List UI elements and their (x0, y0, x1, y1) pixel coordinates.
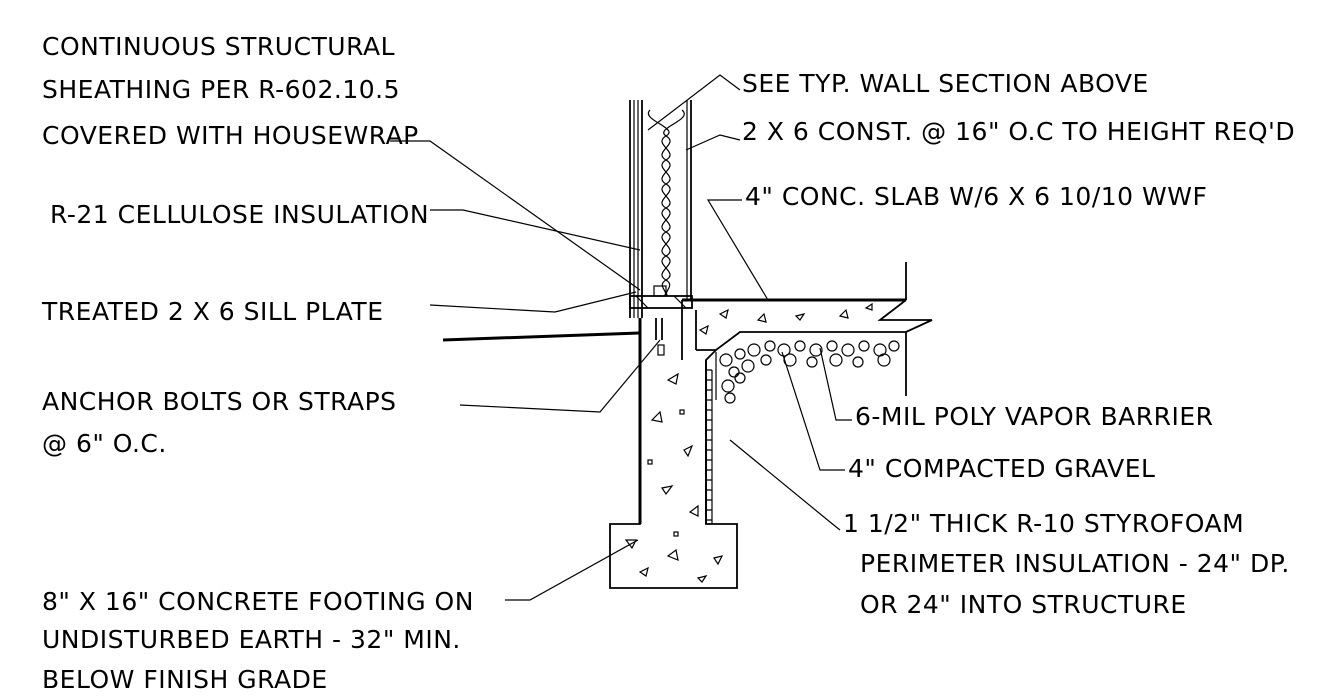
anchor-bolts-note-line-2: @ 6" O.C. (42, 429, 167, 458)
sill-plate (629, 285, 693, 309)
footing-note-line-2: UNDISTURBED EARTH - 32" MIN. (42, 625, 461, 654)
concrete-slab (681, 262, 933, 396)
footing-note-line-3: BELOW FINISH GRADE (42, 665, 328, 694)
leader-lines (390, 74, 852, 601)
cellulose-insulation-hatch (647, 109, 685, 297)
perimeter-insulation-line-2: PERIMETER INSULATION - 24" DP. (860, 549, 1290, 578)
vapor-barrier-note: 6-MIL POLY VAPOR BARRIER (855, 402, 1214, 431)
finish-grade-line (442, 331, 641, 342)
wall-section-note: SEE TYP. WALL SECTION ABOVE (742, 69, 1149, 98)
concrete-aggregate-marks (624, 372, 724, 583)
slab-note: 4" CONC. SLAB W/6 X 6 10/10 WWF (745, 182, 1207, 211)
sheathing-note-line-1: CONTINUOUS STRUCTURAL (42, 32, 395, 61)
concrete-stem-wall (609, 318, 738, 589)
sheathing-note-line-2: SHEATHING PER R-602.10.5 (42, 75, 400, 104)
compacted-gravel (715, 340, 900, 404)
sill-plate-note: TREATED 2 X 6 SILL PLATE (41, 297, 384, 326)
perimeter-insulation-line-3: OR 24" INTO STRUCTURE (860, 590, 1187, 619)
perimeter-insulation-board (705, 360, 713, 524)
framing-note: 2 X 6 CONST. @ 16" O.C TO HEIGHT REQ'D (742, 117, 1295, 146)
sheathing-note-line-3: COVERED WITH HOUSEWRAP (42, 121, 419, 150)
anchor-bolts-note-line-1: ANCHOR BOLTS OR STRAPS (42, 387, 397, 416)
footing-note-line-1: 8" X 16" CONCRETE FOOTING ON (42, 587, 474, 616)
stud-wall (629, 100, 692, 318)
gravel-note: 4" COMPACTED GRAVEL (848, 454, 1155, 483)
perimeter-insulation-line-1: 1 1/2" THICK R-10 STYROFOAM (843, 509, 1244, 538)
insulation-note: R-21 CELLULOSE INSULATION (50, 200, 429, 229)
